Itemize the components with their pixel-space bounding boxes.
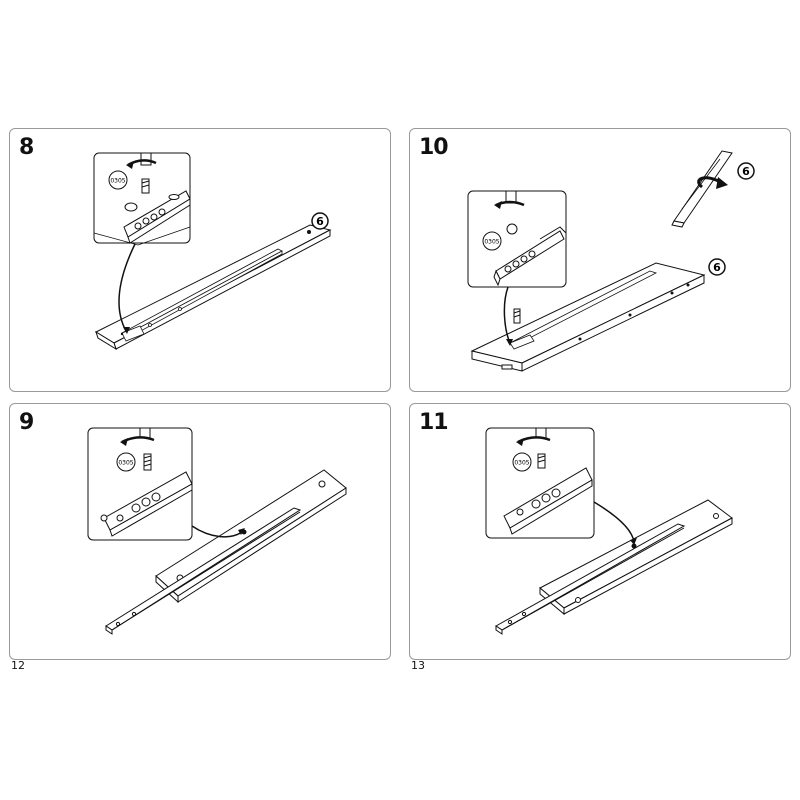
- drawer-slide-icon: [508, 270, 658, 350]
- part-code-label: 0305: [118, 460, 133, 467]
- zoom-inset: 0305: [485, 427, 595, 539]
- screw-icon: [141, 178, 150, 194]
- screw-icon: [143, 453, 152, 471]
- part-number-label: 6: [316, 215, 324, 228]
- page-number-right: 13: [411, 659, 425, 672]
- drawer-slide-icon: [121, 248, 283, 342]
- step-number: 9: [19, 410, 34, 435]
- panel-step-10: 10 6 6: [409, 128, 791, 392]
- step-8-illustration: 0305 6: [93, 152, 332, 351]
- panel-step-8: 8: [9, 128, 391, 392]
- screwdriver-icon: [120, 427, 155, 446]
- panel-step-9: 9: [9, 403, 391, 660]
- step-number: 10: [419, 135, 449, 160]
- step-11-illustration: 0305: [485, 427, 733, 635]
- zoom-inset: 0305: [87, 427, 193, 541]
- drawer-slide-icon: [105, 507, 302, 635]
- part-code-label: 0305: [110, 178, 125, 185]
- step-10-illustration: 6 6: [467, 150, 755, 372]
- part-number-label: 6: [713, 261, 721, 274]
- screw-icon: [537, 453, 546, 469]
- screw-icon: [513, 308, 521, 324]
- drawer-slide-icon: [495, 523, 686, 635]
- part-code-label: 0305: [484, 239, 499, 246]
- part-number-label: 6: [742, 165, 750, 178]
- step-number: 11: [419, 410, 449, 435]
- zoom-inset: 0305: [93, 152, 191, 246]
- board-panel-icon: [671, 150, 733, 228]
- screwdriver-icon: [126, 152, 157, 169]
- screwdriver-icon: [494, 190, 525, 209]
- panel-step-11: 11: [409, 403, 791, 660]
- part-code-label: 0305: [514, 460, 529, 467]
- page-number-left: 12: [11, 659, 25, 672]
- screwdriver-icon: [516, 427, 551, 446]
- zoom-inset: 0305: [467, 190, 567, 288]
- step-number: 8: [19, 135, 34, 160]
- step-9-illustration: 0305: [87, 427, 347, 635]
